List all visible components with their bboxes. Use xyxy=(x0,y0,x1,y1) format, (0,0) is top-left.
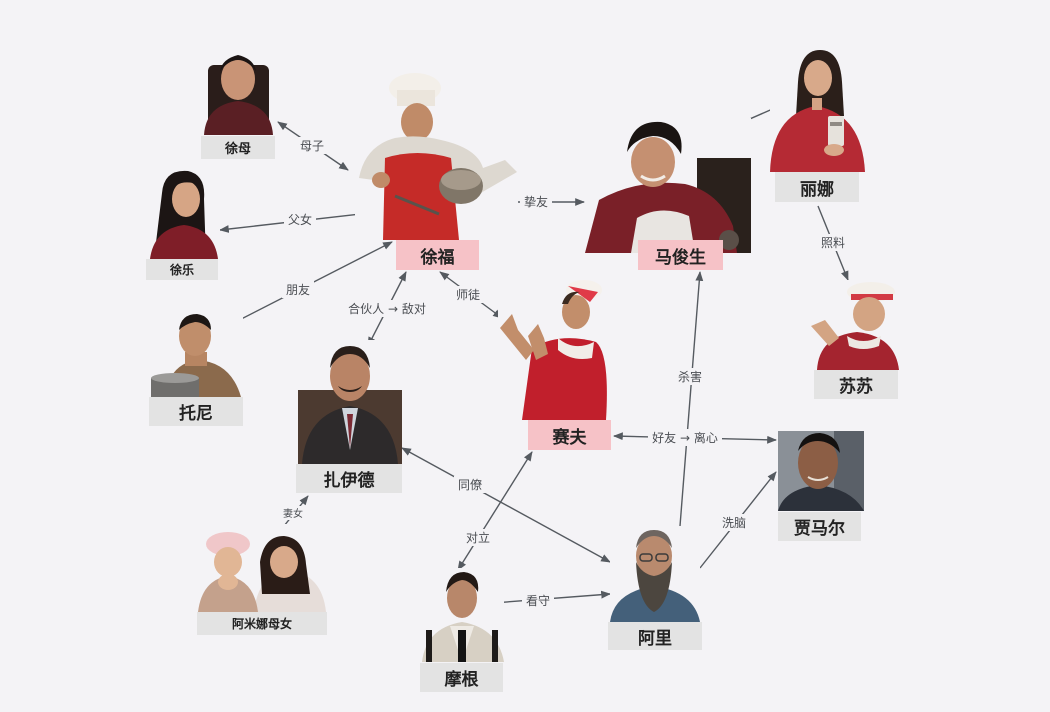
portrait-tuo-ni xyxy=(151,308,243,397)
edge-xi-nao: 洗脑 xyxy=(699,471,777,569)
edge-label-zhi-you: 挚友 xyxy=(524,195,548,209)
name-tuo-ni: 托尼 xyxy=(149,397,243,426)
portrait-mo-gen xyxy=(422,568,504,662)
edge-label-qi-nv: 妻女 xyxy=(283,507,303,520)
edge-sha-hai: 杀害 xyxy=(674,271,706,527)
portrait-jia-ma-er xyxy=(778,431,864,511)
name-xu-mu: 徐母 xyxy=(201,136,275,159)
edge-label-fu-nv: 父女 xyxy=(288,212,312,227)
edge-dui-li: 对立 xyxy=(457,451,533,571)
portrait-su-su xyxy=(811,280,899,370)
edge-label-shi-tu: 师徒 xyxy=(456,288,480,302)
edge-shi-tu: 师徒 xyxy=(439,271,503,319)
name-a-mi-na: 阿米娜母女 xyxy=(197,612,327,635)
edge-label-mu-zi: 母子 xyxy=(300,139,324,153)
name-xu-le: 徐乐 xyxy=(146,259,218,280)
name-sai-fu: 赛夫 xyxy=(528,420,611,450)
name-a-li: 阿里 xyxy=(608,622,702,650)
edge-label-peng-you: 朋友 xyxy=(286,283,310,297)
edge-he-huo-ren: 合伙人 → 敌对 xyxy=(342,271,432,347)
edge-label-hao-you: 好友 → 离心 xyxy=(652,430,718,445)
edge-label-he-huo-ren: 合伙人 → 敌对 xyxy=(348,301,426,316)
edge-mu-zi: 母子 xyxy=(277,121,349,171)
name-jia-ma-er: 贾马尔 xyxy=(778,512,861,541)
name-li-na: 丽娜 xyxy=(775,172,859,202)
edge-zhao-liao: 照料 xyxy=(817,205,849,281)
edge-tong-liao: 同僚 xyxy=(401,447,611,563)
name-xu-fu: 徐福 xyxy=(396,240,479,270)
edge-label-dui-li: 对立 xyxy=(466,530,490,545)
edge-label-xi-nao: 洗脑 xyxy=(722,516,746,530)
name-zha-yi-de: 扎伊德 xyxy=(296,464,402,493)
edge-label-zhao-liao: 照料 xyxy=(821,236,845,250)
edge-hao-you: 好友 → 离心 xyxy=(613,429,777,446)
edge-label-sha-hai: 杀害 xyxy=(678,369,702,384)
edge-label-kan-shou: 看守 xyxy=(526,594,550,608)
portrait-xu-mu xyxy=(202,43,275,135)
name-su-su: 苏苏 xyxy=(814,370,898,399)
name-ma-jun-sheng: 马俊生 xyxy=(638,240,723,270)
portrait-li-na xyxy=(770,42,865,172)
portrait-zha-yi-de xyxy=(298,340,402,464)
portrait-a-mi-na xyxy=(198,524,328,612)
portrait-xu-fu xyxy=(355,68,518,240)
edge-label-tong-liao: 同僚 xyxy=(458,477,482,492)
portrait-sai-fu xyxy=(498,276,610,420)
portrait-xu-le xyxy=(148,163,220,259)
name-mo-gen: 摩根 xyxy=(420,663,503,692)
portrait-a-li xyxy=(610,526,700,622)
portrait-ma-jun-sheng xyxy=(585,118,751,253)
